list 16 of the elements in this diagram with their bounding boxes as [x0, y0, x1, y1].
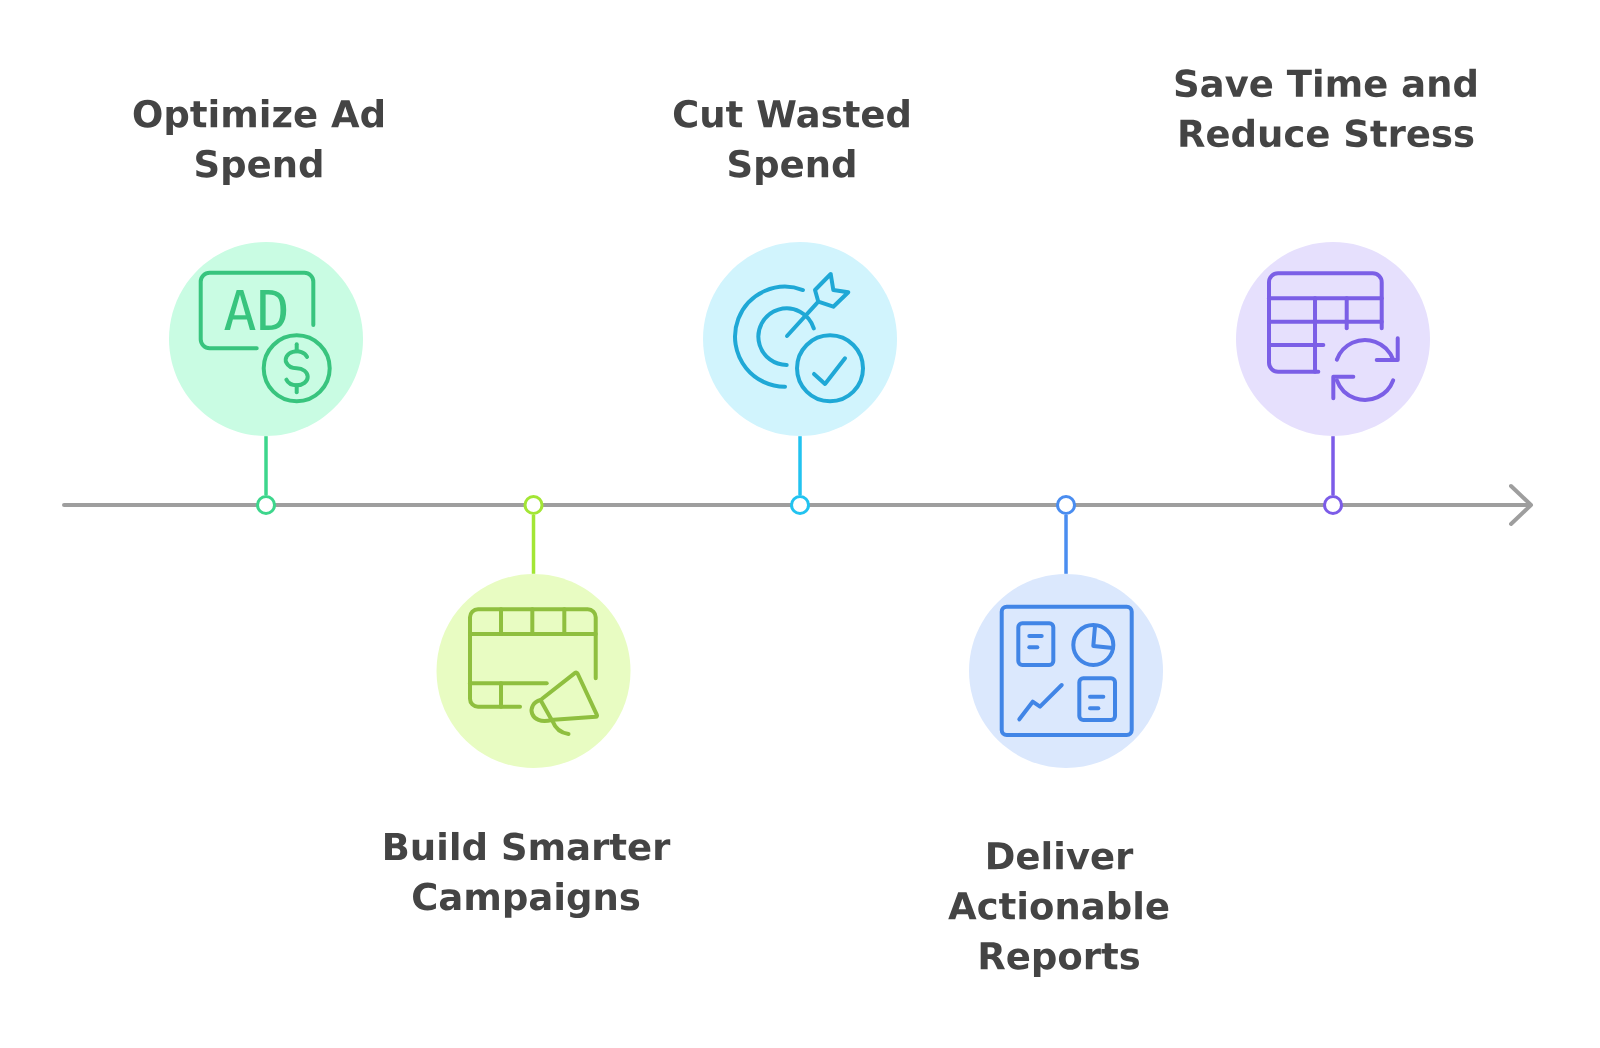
- timeline-dot: [790, 495, 810, 515]
- step-title: Save Time and Reduce Stress: [1175, 68, 1476, 148]
- timeline-dot: [523, 495, 544, 515]
- connector-line: [264, 436, 268, 495]
- timeline-dot: [1323, 495, 1343, 515]
- timeline-dot: [1056, 495, 1076, 515]
- step-title: Deliver Actionable Reports: [948, 841, 1169, 977]
- step-title: Cut Wasted Spend: [673, 99, 909, 185]
- connector-line: [531, 515, 536, 574]
- connector-line: [1064, 515, 1068, 574]
- step-title: Build Smarter Campaigns: [385, 831, 671, 919]
- connector-line: [1331, 436, 1335, 495]
- step-title: Optimize Ad Spend: [133, 99, 383, 185]
- connector-line: [798, 436, 802, 495]
- timeline-dot: [256, 495, 276, 515]
- ad-lettering: AD: [224, 289, 287, 331]
